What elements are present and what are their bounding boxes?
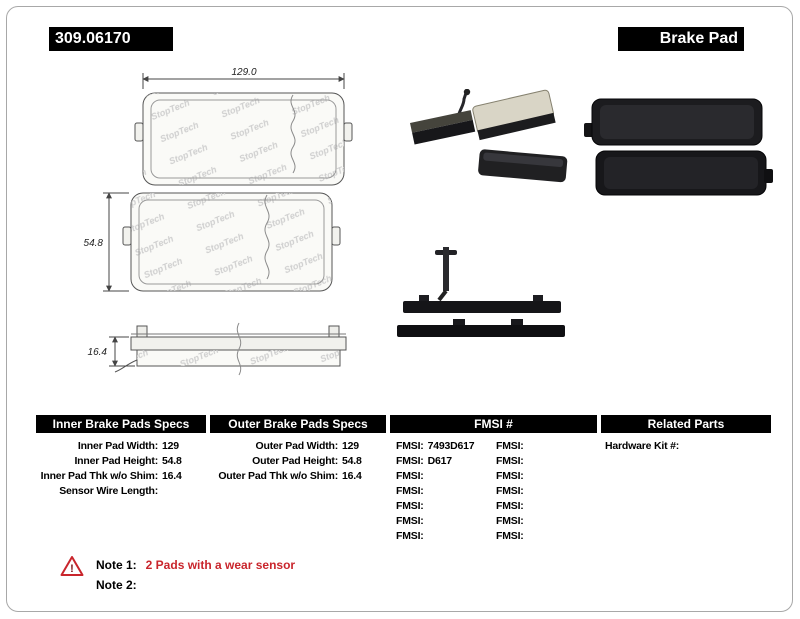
fmsi-row: FMSI: — [496, 438, 594, 453]
note-2: Note 2: — [96, 577, 146, 593]
spec-label: Outer Pad Width: — [255, 439, 339, 452]
pad-photo-flat-group — [584, 98, 773, 196]
fmsi-left-column: FMSI: 7493D617 FMSI: D617 FMSI: FMSI: FM… — [396, 438, 494, 543]
fmsi-row: FMSI: — [496, 453, 594, 468]
fmsi-row: FMSI: — [496, 468, 594, 483]
fmsi-row: FMSI: 7493D617 — [396, 438, 494, 453]
fmsi-label: FMSI: — [496, 469, 524, 482]
spec-label: Inner Pad Width: — [77, 439, 158, 452]
inner-specs-header: Inner Brake Pads Specs — [36, 415, 206, 433]
fmsi-label: FMSI: — [496, 499, 524, 512]
width-dim-label: 129.0 — [231, 67, 256, 78]
related-label: Hardware Kit #: — [605, 439, 680, 452]
spec-value: 129 — [162, 439, 179, 452]
fmsi-label: FMSI: — [396, 484, 424, 497]
part-number: 309.06170 — [55, 30, 131, 47]
spec-value: 16.4 — [162, 469, 182, 482]
thickness-dimension — [109, 336, 135, 367]
fmsi-label: FMSI: — [496, 439, 524, 452]
thickness-dim-label: 16.4 — [88, 347, 108, 358]
spec-row: Outer Pad Height: 54.8 — [210, 453, 390, 468]
fmsi-label: FMSI: — [496, 514, 524, 527]
fmsi-row: FMSI: D617 — [396, 453, 494, 468]
fmsi-row: FMSI: — [396, 498, 494, 513]
spec-row: Inner Pad Width: 129 — [36, 438, 210, 453]
fmsi-row: FMSI: — [496, 528, 594, 543]
pad-front-view-middle — [122, 192, 341, 292]
fmsi-label: FMSI: — [396, 529, 424, 542]
fmsi-row: FMSI: — [496, 498, 594, 513]
fmsi-label: FMSI: — [396, 439, 424, 452]
pad-side-view — [114, 322, 347, 376]
note1-label: Note 1: — [96, 558, 137, 572]
spec-value: 54.8 — [342, 454, 362, 467]
pad-front-view-top — [134, 92, 353, 186]
outer-specs-column: Outer Pad Width: 129 Outer Pad Height: 5… — [210, 438, 390, 483]
product-name: Brake Pad — [659, 30, 738, 47]
fmsi-label: FMSI: — [396, 469, 424, 482]
fmsi-label: FMSI: — [496, 484, 524, 497]
related-parts-header: Related Parts — [601, 415, 771, 433]
spec-row: Inner Pad Height: 54.8 — [36, 453, 210, 468]
fmsi-row: FMSI: — [396, 468, 494, 483]
fmsi-value: D617 — [427, 454, 453, 467]
width-dimension — [142, 73, 345, 89]
part-number-bar: 309.06170 — [49, 27, 173, 51]
outer-specs-header: Outer Brake Pads Specs — [210, 415, 386, 433]
spec-row: Outer Pad Width: 129 — [210, 438, 390, 453]
warning-icon: ! — [60, 556, 84, 576]
spec-label: Sensor Wire Length: — [59, 484, 158, 497]
spec-label: Outer Pad Thk w/o Shim: — [218, 469, 338, 482]
note1-text: 2 Pads with a wear sensor — [145, 558, 296, 572]
abutment-clip-1 — [403, 295, 561, 313]
product-name-bar: Brake Pad — [618, 27, 744, 51]
spec-label: Inner Pad Height: — [74, 454, 158, 467]
height-dimension — [103, 192, 129, 292]
warning-mark: ! — [70, 563, 74, 575]
height-dim-label: 54.8 — [84, 238, 104, 249]
spec-row: Outer Pad Thk w/o Shim: 16.4 — [210, 468, 390, 483]
fmsi-right-column: FMSI: FMSI: FMSI: FMSI: FMSI: FMSI: FMSI… — [496, 438, 594, 543]
fmsi-label: FMSI: — [396, 499, 424, 512]
spec-label: Inner Pad Thk w/o Shim: — [40, 469, 159, 482]
related-row: Hardware Kit #: — [605, 438, 771, 453]
spec-sheet-page: 309.06170 Brake Pad StopTech 129.0 — [6, 6, 793, 612]
wear-sensor-pin — [435, 247, 457, 302]
inner-specs-column: Inner Pad Width: 129 Inner Pad Height: 5… — [36, 438, 210, 498]
fmsi-row: FMSI: — [396, 528, 494, 543]
fmsi-value: 7493D617 — [427, 439, 475, 452]
fmsi-label: FMSI: — [496, 454, 524, 467]
fmsi-label: FMSI: — [396, 514, 424, 527]
fmsi-row: FMSI: — [396, 513, 494, 528]
hardware-kit-photo — [397, 247, 565, 337]
outer-specs-title: Outer Brake Pads Specs — [228, 417, 368, 431]
spec-value: 16.4 — [342, 469, 362, 482]
fmsi-label: FMSI: — [496, 529, 524, 542]
fmsi-row: FMSI: — [496, 483, 594, 498]
technical-drawing: StopTech 129.0 — [84, 67, 353, 376]
related-parts-column: Hardware Kit #: — [605, 438, 771, 453]
spec-label: Outer Pad Height: — [252, 454, 338, 467]
spec-value: 129 — [342, 439, 359, 452]
inner-specs-title: Inner Brake Pads Specs — [52, 417, 190, 431]
brake-pad-photos — [410, 89, 773, 196]
fmsi-title: FMSI # — [474, 417, 513, 431]
note-1: Note 1: 2 Pads with a wear sensor — [96, 557, 295, 573]
fmsi-header: FMSI # — [390, 415, 597, 433]
fmsi-row: FMSI: — [396, 483, 494, 498]
note2-label: Note 2: — [96, 578, 137, 592]
fmsi-row: FMSI: — [496, 513, 594, 528]
pad-photo-angled-group — [410, 89, 568, 183]
related-parts-title: Related Parts — [647, 417, 725, 431]
spec-value: 54.8 — [162, 454, 182, 467]
abutment-clip-2 — [397, 319, 565, 337]
spec-row: Sensor Wire Length: — [36, 483, 210, 498]
fmsi-label: FMSI: — [396, 454, 424, 467]
spec-row: Inner Pad Thk w/o Shim: 16.4 — [36, 468, 210, 483]
